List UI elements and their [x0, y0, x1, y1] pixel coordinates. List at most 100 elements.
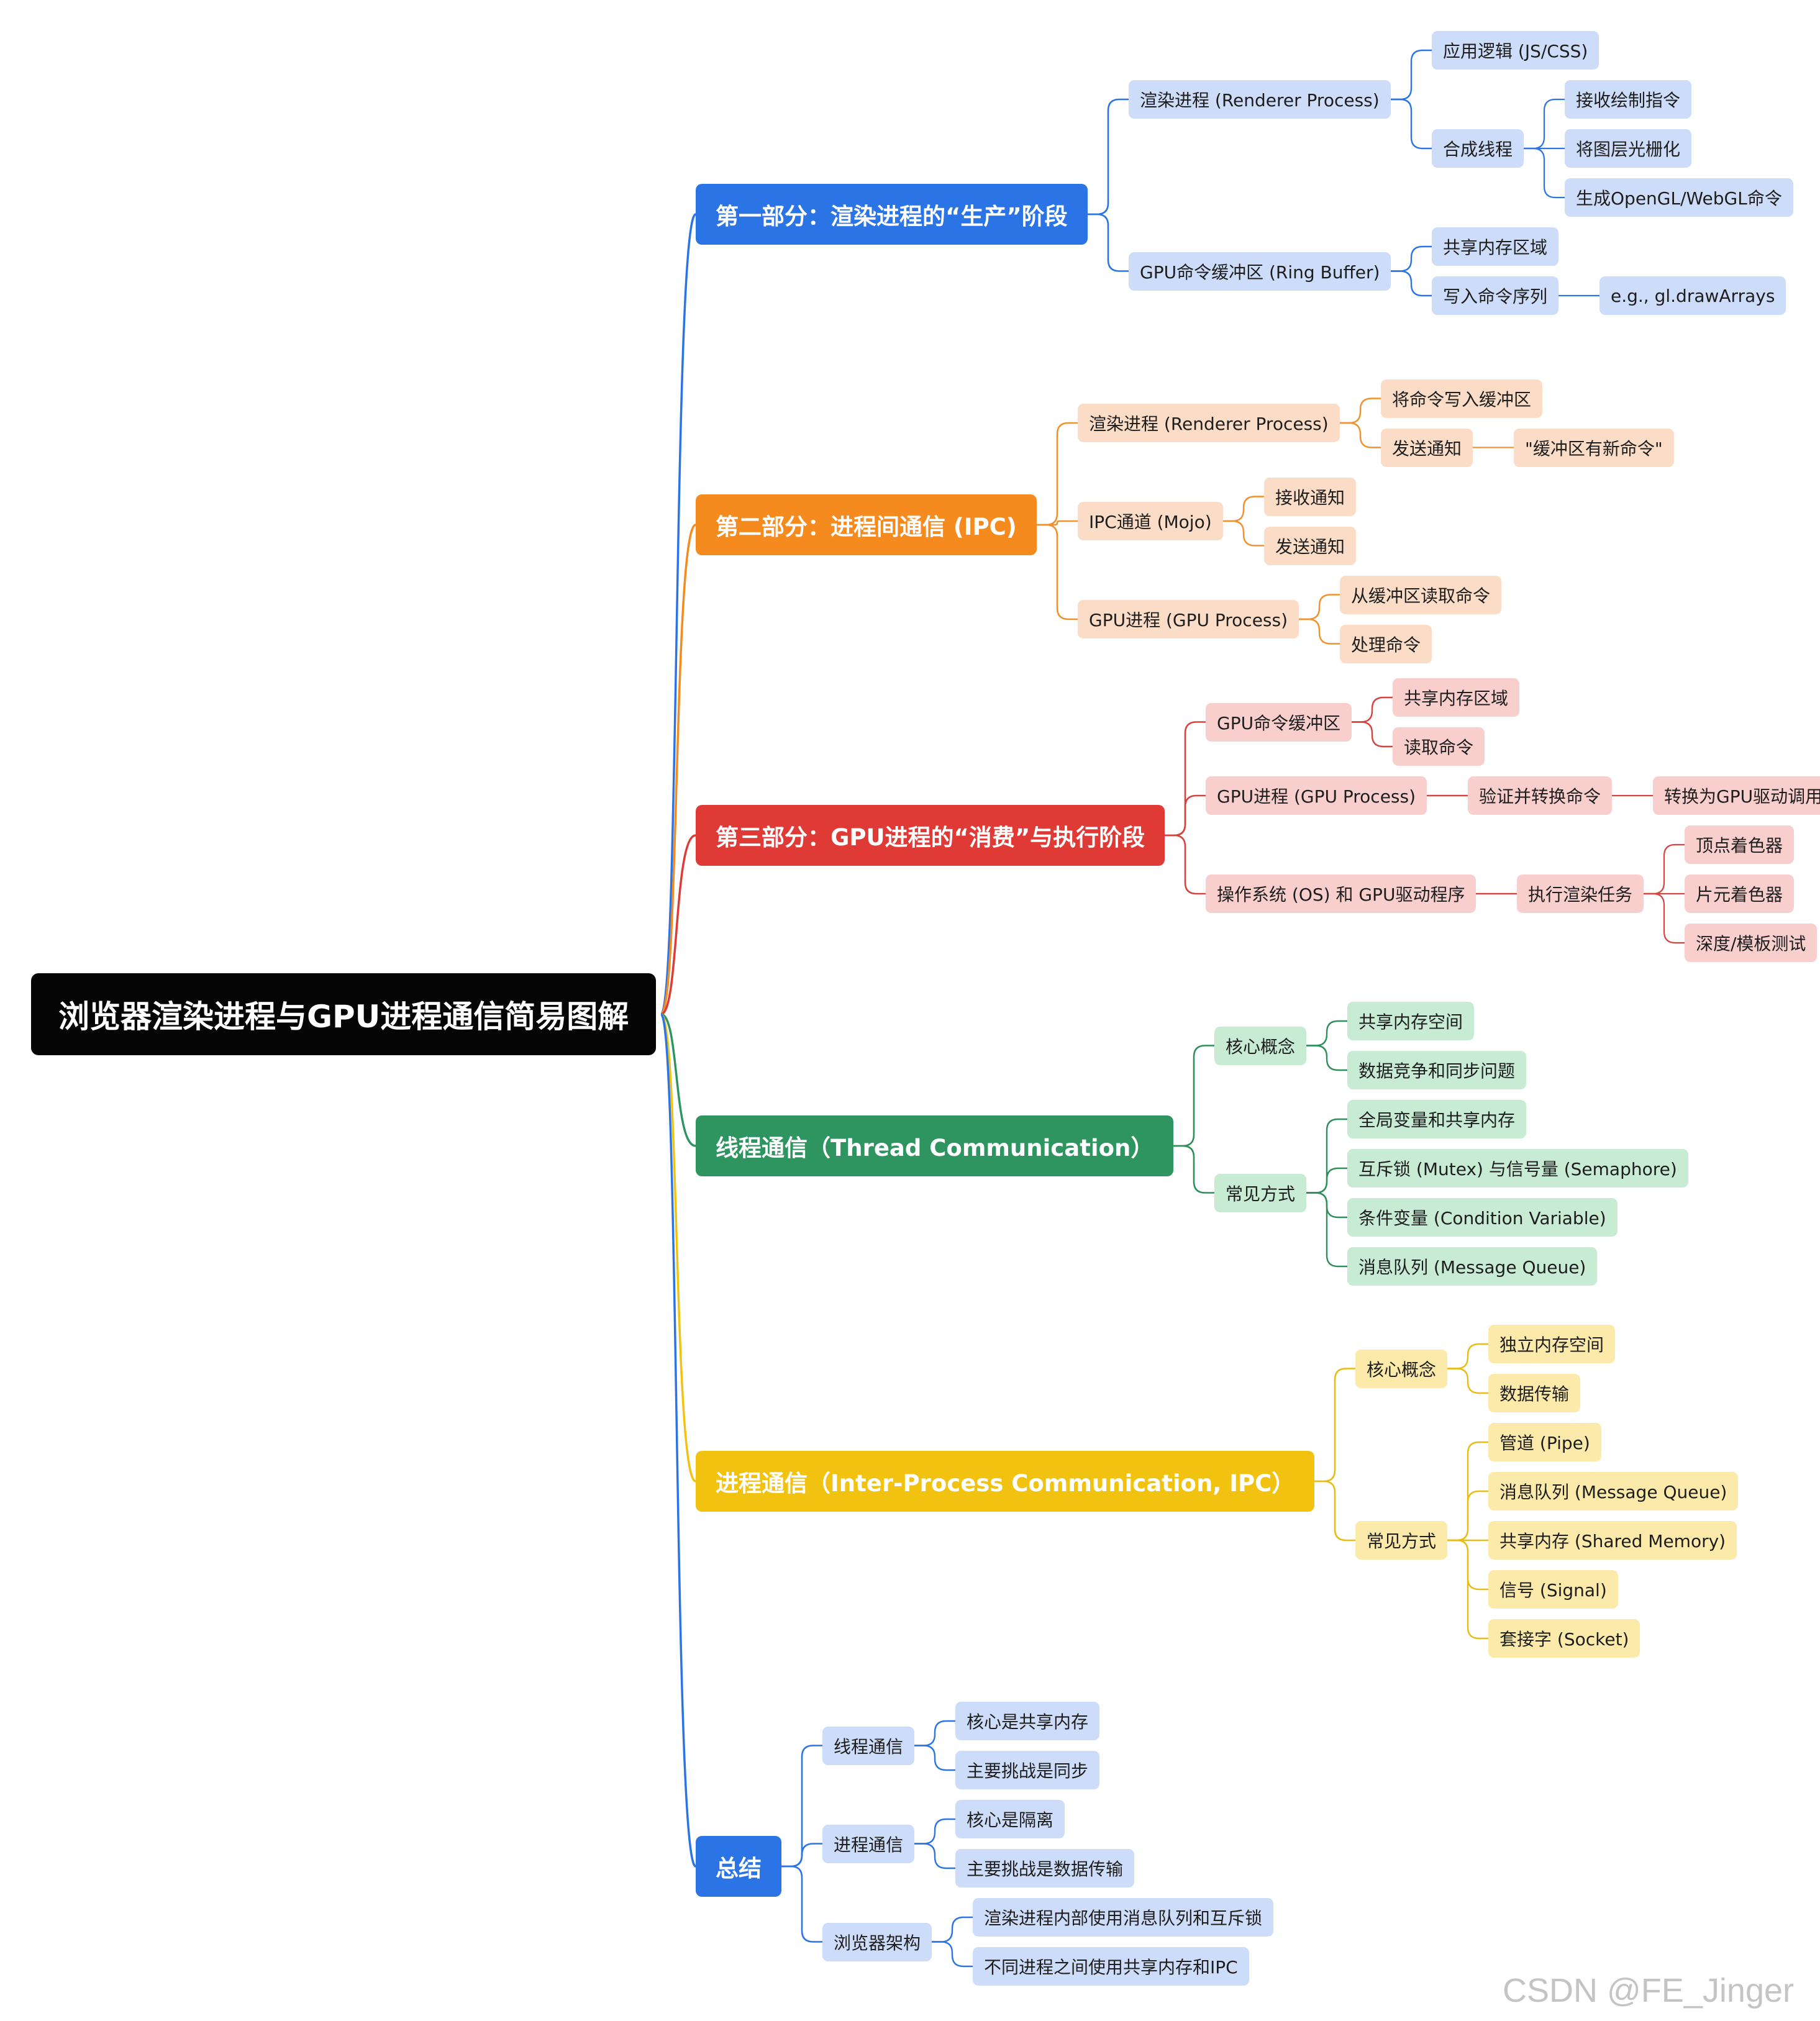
- node-6-3-1: 渲染进程内部使用消息队列和互斥锁: [973, 1898, 1274, 1937]
- connector-line: [1391, 49, 1432, 101]
- connector-line: [1306, 1020, 1347, 1047]
- branch-6: 总结: [696, 1836, 781, 1897]
- branch-curve: [660, 1013, 697, 1868]
- connector-line: [1447, 1343, 1488, 1369]
- node-3-2: GPU进程 (GPU Process): [1206, 776, 1427, 815]
- node-5-2: 常见方式: [1355, 1521, 1448, 1560]
- node-5-2-1: 管道 (Pipe): [1488, 1423, 1601, 1461]
- node-3-3-1-3: 深度/模板测试: [1685, 924, 1818, 962]
- connector-line: [1644, 843, 1685, 895]
- node-1-1-2-1: 接收绘制指令: [1565, 80, 1692, 119]
- node-1-1-2-3: 生成OpenGL/WebGL命令: [1565, 178, 1793, 217]
- connector-line: [1088, 213, 1129, 272]
- node-4-2-4: 消息队列 (Message Queue): [1347, 1247, 1598, 1286]
- connector-line: [1173, 1045, 1214, 1147]
- connector-line: [1340, 422, 1381, 448]
- connector-line: [914, 1745, 955, 1771]
- node-6-3-2: 不同进程之间使用共享内存和IPC: [973, 1947, 1249, 1986]
- node-1-2-1: 共享内存区域: [1432, 227, 1559, 266]
- node-4-2: 常见方式: [1214, 1173, 1307, 1212]
- node-5-2-3: 共享内存 (Shared Memory): [1488, 1521, 1737, 1560]
- node-2-2: IPC通道 (Mojo): [1078, 502, 1223, 540]
- branch-curve: [660, 834, 696, 1015]
- node-1-1-2-2: 将图层光栅化: [1565, 129, 1692, 168]
- branch-curve: [660, 1013, 696, 1483]
- connector-line: [1447, 1490, 1488, 1542]
- node-6-1-1: 核心是共享内存: [955, 1702, 1100, 1740]
- node-4-1-1: 共享内存空间: [1347, 1002, 1475, 1040]
- connector-line: [1299, 594, 1340, 620]
- connector-line: [1306, 1167, 1347, 1194]
- node-6-3: 浏览器架构: [822, 1922, 932, 1961]
- connector-line: [1340, 397, 1381, 424]
- connector-line: [1037, 524, 1078, 620]
- node-6-2-1: 核心是隔离: [955, 1800, 1065, 1838]
- node-5-1-2: 数据传输: [1488, 1374, 1581, 1412]
- node-1-2: GPU命令缓冲区 (Ring Buffer): [1129, 252, 1391, 291]
- branch-2: 第二部分：进程间通信 (IPC): [696, 494, 1037, 555]
- node-6-1: 线程通信: [822, 1726, 915, 1765]
- connector-line: [1306, 1192, 1347, 1268]
- node-6-1-2: 主要挑战是同步: [955, 1751, 1100, 1789]
- node-3-3-1-2: 片元着色器: [1685, 874, 1795, 913]
- node-4-1-2: 数据竞争和同步问题: [1347, 1051, 1527, 1089]
- node-3-3-1-1: 顶点着色器: [1685, 825, 1795, 864]
- node-2-3-1: 从缓冲区读取命令: [1340, 575, 1502, 614]
- node-4-2-2: 互斥锁 (Mutex) 与信号量 (Semaphore): [1347, 1149, 1688, 1188]
- node-2-3: GPU进程 (GPU Process): [1078, 600, 1299, 638]
- connector-line: [914, 1843, 955, 1869]
- node-1-2-2: 写入命令序列: [1432, 276, 1559, 315]
- connector-line: [781, 1843, 822, 1868]
- connector-line: [1447, 1368, 1488, 1394]
- branch-4: 线程通信（Thread Communication）: [696, 1115, 1174, 1176]
- node-1-2-2-1: e.g., gl.drawArrays: [1599, 276, 1786, 315]
- branch-1: 第一部分：渲染进程的“生产”阶段: [696, 184, 1088, 245]
- connector-line: [1352, 696, 1393, 723]
- node-5-1-1: 独立内存空间: [1488, 1325, 1616, 1363]
- connector-line: [1352, 721, 1393, 748]
- node-2-1-2-1: "缓冲区有新命令": [1514, 428, 1674, 467]
- node-2-1: 渲染进程 (Renderer Process): [1078, 404, 1340, 442]
- connector-line: [1524, 98, 1565, 150]
- node-4-2-1: 全局变量和共享内存: [1347, 1100, 1527, 1138]
- connector-line: [1223, 520, 1264, 547]
- connector-line: [781, 1865, 822, 1943]
- node-5-2-2: 消息队列 (Message Queue): [1488, 1472, 1739, 1510]
- node-3-1: GPU命令缓冲区: [1206, 702, 1352, 742]
- node-3-2-1-1: 转换为GPU驱动调用: [1653, 776, 1820, 815]
- connector-line: [1391, 245, 1432, 272]
- node-4-2-3: 条件变量 (Condition Variable): [1347, 1198, 1618, 1237]
- node-4-1: 核心概念: [1214, 1026, 1307, 1065]
- node-2-1-2: 发送通知: [1381, 428, 1473, 467]
- branch-curve: [660, 213, 697, 1015]
- connector-line: [1088, 98, 1129, 216]
- connector-line: [1173, 1145, 1214, 1194]
- node-2-2-2: 发送通知: [1264, 526, 1357, 565]
- connector-line: [1644, 892, 1685, 944]
- connector-line: [1391, 270, 1432, 297]
- node-3-3-1: 执行渲染任务: [1517, 874, 1644, 913]
- node-2-2-1: 接收通知: [1264, 477, 1357, 516]
- connector-line: [1524, 147, 1565, 199]
- node-1-1-2: 合成线程: [1432, 129, 1524, 168]
- connector-line: [1314, 1368, 1355, 1483]
- connector-line: [1314, 1480, 1355, 1542]
- root-title: 浏览器渲染进程与GPU进程通信简易图解: [31, 973, 657, 1055]
- connector-line: [914, 1818, 955, 1845]
- node-2-3-2: 处理命令: [1340, 624, 1432, 663]
- branch-5: 进程通信（Inter-Process Communication, IPC）: [696, 1451, 1315, 1512]
- connector-line: [1165, 834, 1206, 895]
- node-3-2-1: 验证并转换命令: [1468, 776, 1613, 815]
- branch-curve: [660, 524, 696, 1015]
- connector-line: [1037, 422, 1078, 526]
- connector-line: [914, 1720, 955, 1746]
- node-1-1: 渲染进程 (Renderer Process): [1129, 80, 1391, 119]
- node-3-1-2: 读取命令: [1393, 727, 1485, 766]
- connector-line: [781, 1745, 822, 1868]
- branch-curve: [660, 1013, 696, 1147]
- node-2-1-1: 将命令写入缓冲区: [1381, 379, 1543, 418]
- node-5-2-5: 套接字 (Socket): [1488, 1619, 1640, 1658]
- watermark: CSDN @FE_Jinger: [1503, 1972, 1794, 2009]
- connector-line: [1306, 1045, 1347, 1071]
